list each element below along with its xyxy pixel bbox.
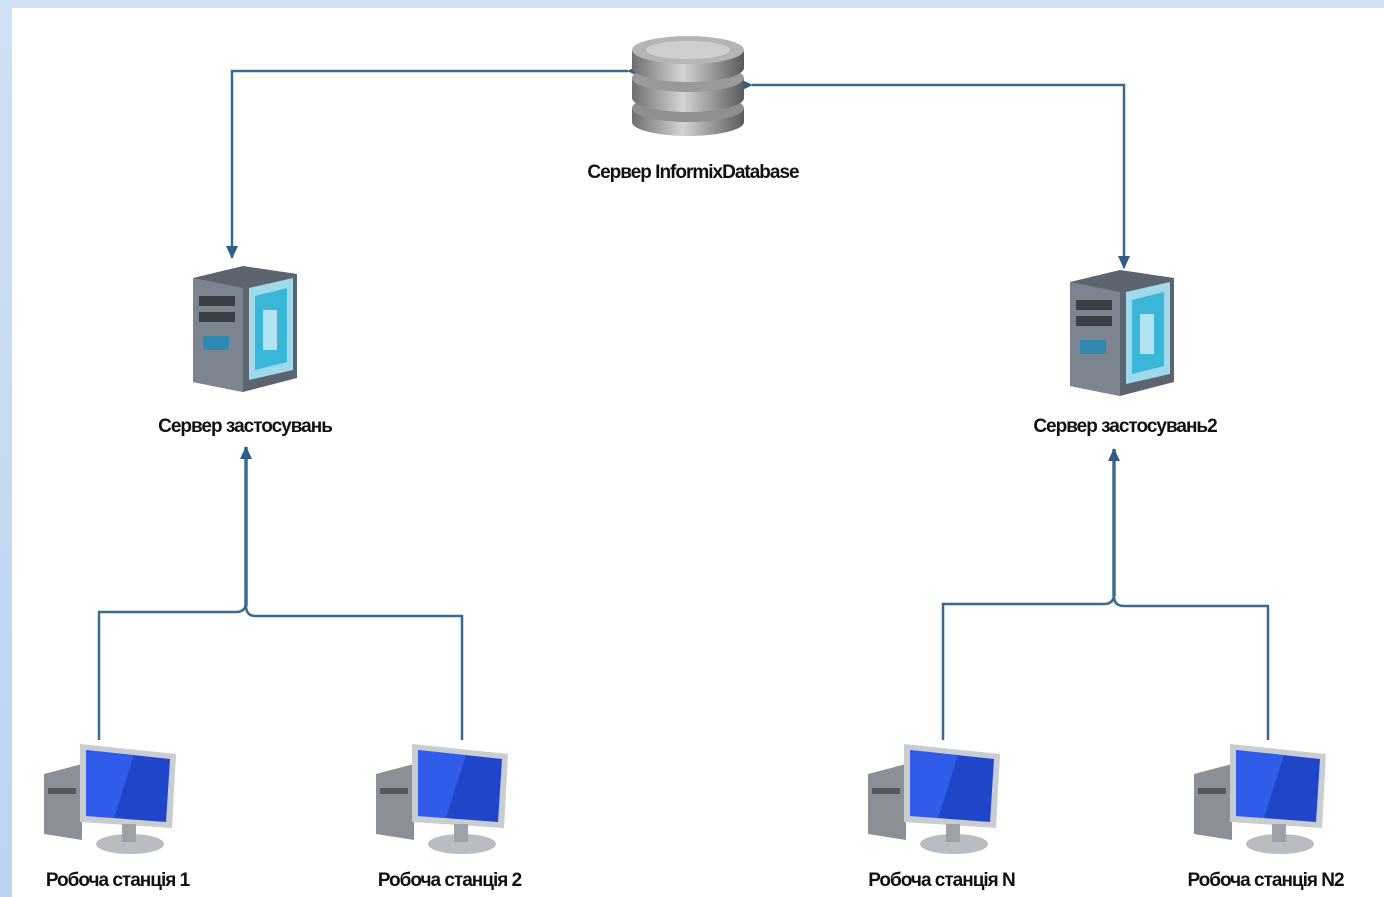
link-wsn-to-app2: [941, 593, 1116, 740]
app-server-2-label: Сервер застосувань2: [1033, 416, 1217, 437]
db-server-label: Сервер InformixDatabase: [587, 162, 799, 183]
link-ws2-to-app1: [244, 605, 464, 740]
database-icon: [632, 36, 744, 136]
server-tower-icon: [1070, 270, 1174, 396]
link-db-to-app2: [740, 79, 1130, 269]
server-tower-icon: [193, 266, 297, 392]
workstation-icon: [1194, 744, 1326, 854]
link-ws1-to-app1: [97, 601, 248, 740]
app-server-1-label: Сервер застосувань: [158, 416, 333, 437]
workstation-icon: [868, 744, 1000, 854]
workstation-2-label: Робоча станція 2: [377, 870, 522, 891]
workstation-n-label: Робоча станція N: [868, 870, 1016, 891]
workstation-1-label: Робоча станція 1: [45, 870, 190, 891]
link-db-to-app1: [226, 65, 640, 259]
link-wsn2-to-app2: [1112, 595, 1270, 740]
workstation-icon: [44, 744, 176, 854]
workstation-icon: [376, 744, 508, 854]
workstation-n2-label: Робоча станція N2: [1187, 870, 1344, 891]
